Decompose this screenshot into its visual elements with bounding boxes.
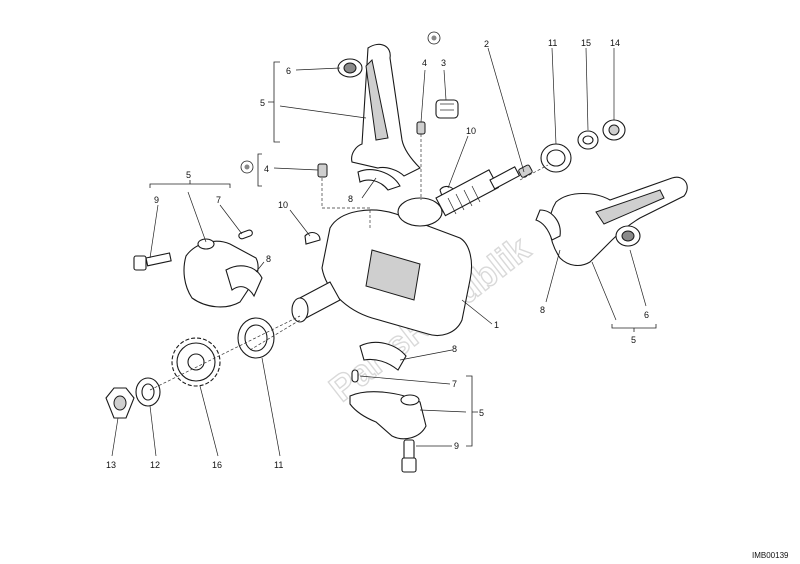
callout-4-top[interactable]: 4 bbox=[422, 58, 427, 68]
callout-11-left[interactable]: 11 bbox=[274, 460, 283, 470]
callout-5-upper[interactable]: 5 bbox=[260, 98, 265, 108]
dowel-7-lower[interactable] bbox=[351, 369, 359, 383]
callout-15[interactable]: 15 bbox=[581, 38, 591, 48]
callout-3[interactable]: 3 bbox=[441, 58, 446, 68]
callout-8-upper[interactable]: 8 bbox=[348, 194, 353, 204]
leader-lines bbox=[111, 47, 647, 457]
connecting-rod-right[interactable] bbox=[549, 176, 688, 267]
callout-8-left[interactable]: 8 bbox=[266, 254, 271, 264]
rod-cap-upper-left[interactable] bbox=[357, 169, 401, 191]
callout-12[interactable]: 12 bbox=[150, 460, 160, 470]
bolt-9-lower[interactable] bbox=[401, 439, 417, 473]
callout-5-lower[interactable]: 5 bbox=[479, 408, 484, 418]
callout-14[interactable]: 14 bbox=[610, 38, 620, 48]
callout-8-lower[interactable]: 8 bbox=[452, 344, 457, 354]
callout-5-left[interactable]: 5 bbox=[186, 170, 191, 180]
callout-7-left[interactable]: 7 bbox=[216, 195, 221, 205]
pin-4-top[interactable] bbox=[416, 121, 426, 135]
shim-11-right[interactable] bbox=[540, 143, 572, 173]
callout-9-left[interactable]: 9 bbox=[154, 195, 159, 205]
assembly-lines bbox=[149, 134, 549, 391]
callout-8-right[interactable]: 8 bbox=[540, 305, 545, 315]
nut-14[interactable] bbox=[602, 119, 626, 141]
crankshaft[interactable] bbox=[291, 166, 521, 337]
dowel-7-left[interactable] bbox=[238, 229, 253, 240]
supersession-badge-icon bbox=[240, 160, 254, 174]
callout-4-left[interactable]: 4 bbox=[264, 164, 269, 174]
gear-16[interactable] bbox=[171, 337, 221, 387]
rod-cap-right[interactable] bbox=[535, 209, 561, 241]
drawing-code: IMB00139 bbox=[752, 551, 789, 560]
washer-15[interactable] bbox=[577, 130, 599, 150]
callout-7-lower[interactable]: 7 bbox=[452, 379, 457, 389]
callout-10-left[interactable]: 10 bbox=[278, 200, 288, 210]
pin-4-left[interactable] bbox=[317, 163, 328, 178]
shim-11-left[interactable] bbox=[237, 317, 275, 359]
callout-10-right[interactable]: 10 bbox=[466, 126, 476, 136]
callouts: 1 2 3 4 4 5 5 5 5 6 6 7 7 8 8 8 8 9 9 10… bbox=[106, 38, 649, 470]
callout-13[interactable]: 13 bbox=[106, 460, 116, 470]
bolt-9-left[interactable] bbox=[133, 252, 172, 271]
callout-6-right[interactable]: 6 bbox=[644, 310, 649, 320]
callout-16[interactable]: 16 bbox=[212, 460, 222, 470]
callout-2[interactable]: 2 bbox=[484, 39, 489, 49]
callout-5-right[interactable]: 5 bbox=[631, 335, 636, 345]
bush-6-right[interactable] bbox=[615, 225, 641, 247]
bearing-cap-lower[interactable] bbox=[349, 391, 427, 440]
callout-11-right[interactable]: 11 bbox=[548, 38, 557, 48]
callout-6-upper[interactable]: 6 bbox=[286, 66, 291, 76]
braces bbox=[149, 61, 657, 447]
connecting-rod-upper[interactable] bbox=[337, 43, 421, 177]
nut-13[interactable] bbox=[105, 387, 135, 419]
washer-12[interactable] bbox=[135, 377, 161, 407]
shell-8-left[interactable] bbox=[225, 265, 263, 298]
plug-2[interactable] bbox=[518, 164, 533, 178]
shell-8-lower[interactable] bbox=[359, 341, 407, 371]
key-10-left[interactable] bbox=[304, 231, 321, 245]
callout-9-lower[interactable]: 9 bbox=[454, 441, 459, 451]
supersession-badge-icon bbox=[427, 31, 441, 45]
callout-1[interactable]: 1 bbox=[494, 320, 499, 330]
bush-small-end-upper[interactable] bbox=[435, 99, 459, 119]
